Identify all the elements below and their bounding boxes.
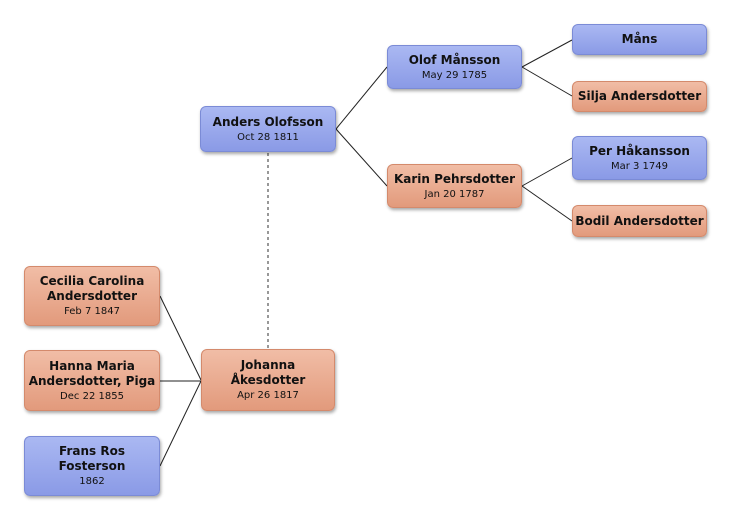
person-name: Måns [621,32,658,46]
person-silja-andersdotter[interactable]: Silja Andersdotter [572,81,707,112]
person-name: Hanna Maria Andersdotter, Piga [28,358,156,388]
link-johanna-frans [159,380,202,467]
link-karin-per [521,157,573,187]
person-date: Feb 7 1847 [64,306,120,317]
person-hanna-maria-andersdotter[interactable]: Hanna Maria Andersdotter, Piga Dec 22 18… [24,350,160,411]
link-olof-mans [521,39,573,68]
person-date: Apr 26 1817 [237,390,299,401]
person-name: Anders Olofsson [212,114,324,129]
person-name: Cecilia Carolina Andersdotter [39,274,145,303]
person-per-hakansson[interactable]: Per Håkansson Mar 3 1749 [572,136,707,180]
link-johanna-cecilia [159,295,202,381]
person-date: Oct 28 1811 [237,131,299,143]
person-name: Olof Månsson [408,52,501,67]
person-karin-pehrsdotter[interactable]: Karin Pehrsdotter Jan 20 1787 [387,164,522,208]
link-olof-silja [521,66,573,97]
person-name: Johanna Åkesdotter [230,358,306,387]
person-bodil-andersdotter[interactable]: Bodil Andersdotter [572,205,707,237]
person-name: Frans Ros Fosterson [58,444,126,473]
person-date: 1862 [79,476,105,487]
link-karin-bodil [521,185,573,222]
person-frans-ros-fosterson[interactable]: Frans Ros Fosterson 1862 [24,436,160,496]
person-name: Silja Andersdotter [577,89,702,103]
person-date: May 29 1785 [421,69,488,81]
person-name: Bodil Andersdotter [575,213,704,228]
person-johanna-akesdotter[interactable]: Johanna Åkesdotter Apr 26 1817 [201,349,335,411]
person-name: Per Håkansson [589,143,690,158]
person-date: Mar 3 1749 [610,160,669,172]
link-anders-olof [335,66,388,130]
link-anders-karin [335,128,388,187]
person-mans[interactable]: Måns [572,24,707,55]
person-name: Karin Pehrsdotter [393,171,516,186]
person-olof-mansson[interactable]: Olof Månsson May 29 1785 [387,45,522,89]
person-cecilia-carolina-andersdotter[interactable]: Cecilia Carolina Andersdotter Feb 7 1847 [24,266,160,326]
person-date: Jan 20 1787 [424,188,485,200]
person-anders-olofsson[interactable]: Anders Olofsson Oct 28 1811 [200,106,336,152]
person-date: Dec 22 1855 [60,390,124,402]
